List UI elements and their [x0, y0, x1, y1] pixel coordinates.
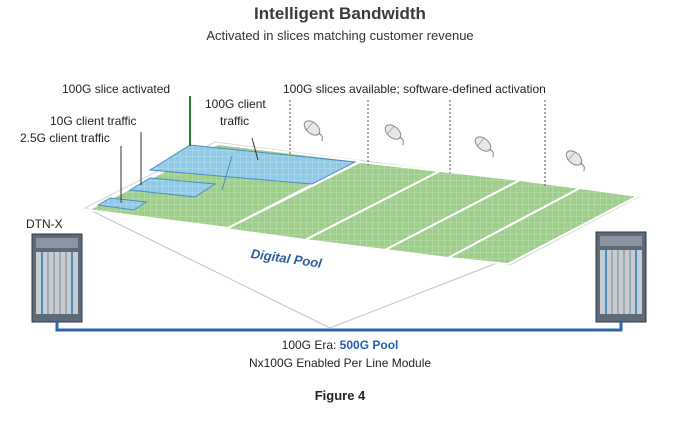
figure-caption: Figure 4	[314, 388, 366, 403]
label-100g-client-line1: 100G client	[205, 97, 266, 111]
module-line: Nx100G Enabled Per Line Module	[248, 356, 432, 370]
label-100g-client-line2: traffic	[220, 114, 250, 128]
leader-100g-client	[251, 137, 259, 161]
era-pool: 500G Pool	[339, 338, 399, 352]
label-dtn-x: DTN-X	[26, 217, 63, 231]
dtn-x-chassis-right-icon	[595, 231, 647, 323]
client-100g-block	[148, 144, 357, 185]
label-2-5g-client: 2.5G client traffic	[20, 131, 110, 145]
digital-pool-funnel	[89, 209, 521, 329]
era-line: 100G Era: 500G Pool	[0, 338, 680, 352]
client-10g-block	[128, 177, 217, 198]
mouse-icon	[565, 150, 585, 172]
slice-2	[174, 160, 444, 242]
slice-5	[444, 186, 642, 266]
mouse-icon	[303, 120, 323, 142]
link-line	[55, 322, 623, 332]
diagram-title: Intelligent Bandwidth	[254, 4, 426, 23]
dtn-x-chassis-left-icon	[31, 233, 83, 323]
mouse-icon	[474, 136, 494, 158]
diagram-subtitle: Activated in slices matching customer re…	[206, 28, 474, 43]
label-slice-activated: 100G slice activated	[62, 82, 171, 96]
label-slices-available: 100G slices available; software-defined …	[283, 82, 546, 96]
era-prefix: 100G Era:	[281, 338, 340, 352]
label-10g-client: 10G client traffic	[50, 114, 137, 128]
mouse-icon	[384, 124, 404, 146]
client-2-5g-block	[96, 197, 148, 211]
